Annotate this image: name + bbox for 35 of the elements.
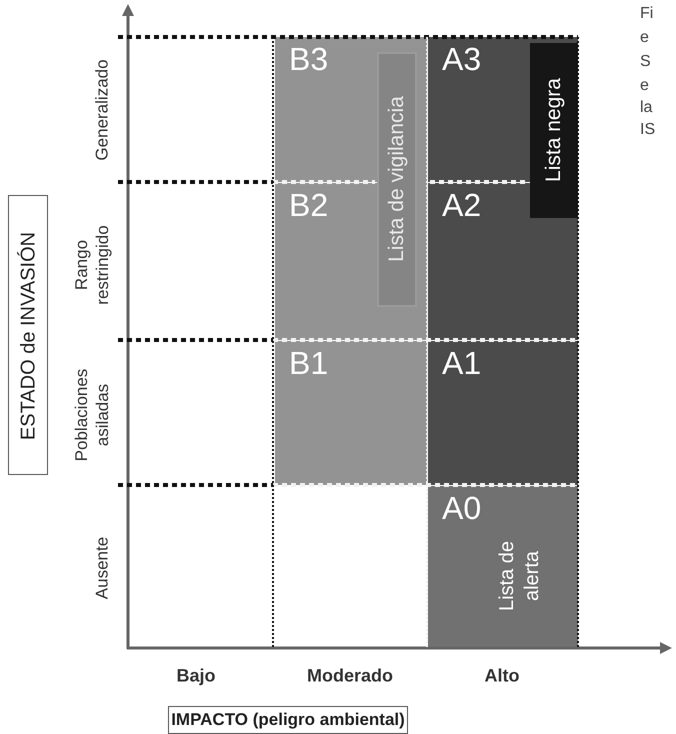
caption-fragment: e	[640, 76, 649, 96]
axis-category: Generalizado	[91, 58, 112, 163]
axis-category: Moderado	[307, 664, 393, 688]
matrix-cell	[428, 341, 578, 485]
axis-title-box	[8, 195, 48, 475]
cell-code: B3	[289, 43, 328, 75]
cell-code: A0	[442, 492, 482, 524]
caption-fragment: IS	[640, 120, 656, 140]
axis-category: Ausente	[91, 536, 112, 602]
cell-code: A2	[442, 189, 482, 221]
axis-category: Poblaciones asiladas	[70, 368, 113, 464]
matrix-cell	[428, 486, 578, 648]
matrix-cell	[275, 37, 377, 182]
list-band	[377, 37, 427, 340]
matrix-cell	[275, 183, 377, 340]
cell-code: A3	[442, 43, 482, 75]
axis-title: IMPACTO (peligro ambiental)	[171, 709, 405, 732]
axis-category: Rango restringido	[70, 224, 113, 307]
cell-code: A1	[442, 347, 482, 379]
caption-fragment: Fi	[640, 4, 654, 24]
caption-fragment: e	[640, 28, 649, 48]
caption-fragment: S	[640, 52, 651, 72]
list-label: Lista negra	[540, 77, 566, 184]
matrix-cell	[428, 37, 530, 182]
list-band	[530, 37, 578, 340]
matrix-cell	[428, 183, 530, 340]
cell-code: B1	[289, 347, 328, 379]
caption-fragment: la	[640, 98, 652, 118]
axis-category: Bajo	[176, 664, 216, 688]
list-label: Lista de vigilancia	[384, 95, 409, 264]
matrix-cell	[275, 341, 427, 485]
axis-title: ESTADO de INVASIÓN	[16, 230, 40, 442]
cell-code: B2	[289, 189, 328, 221]
axis-category: Alto	[484, 664, 520, 688]
list-label: Lista de alerta	[495, 540, 544, 614]
